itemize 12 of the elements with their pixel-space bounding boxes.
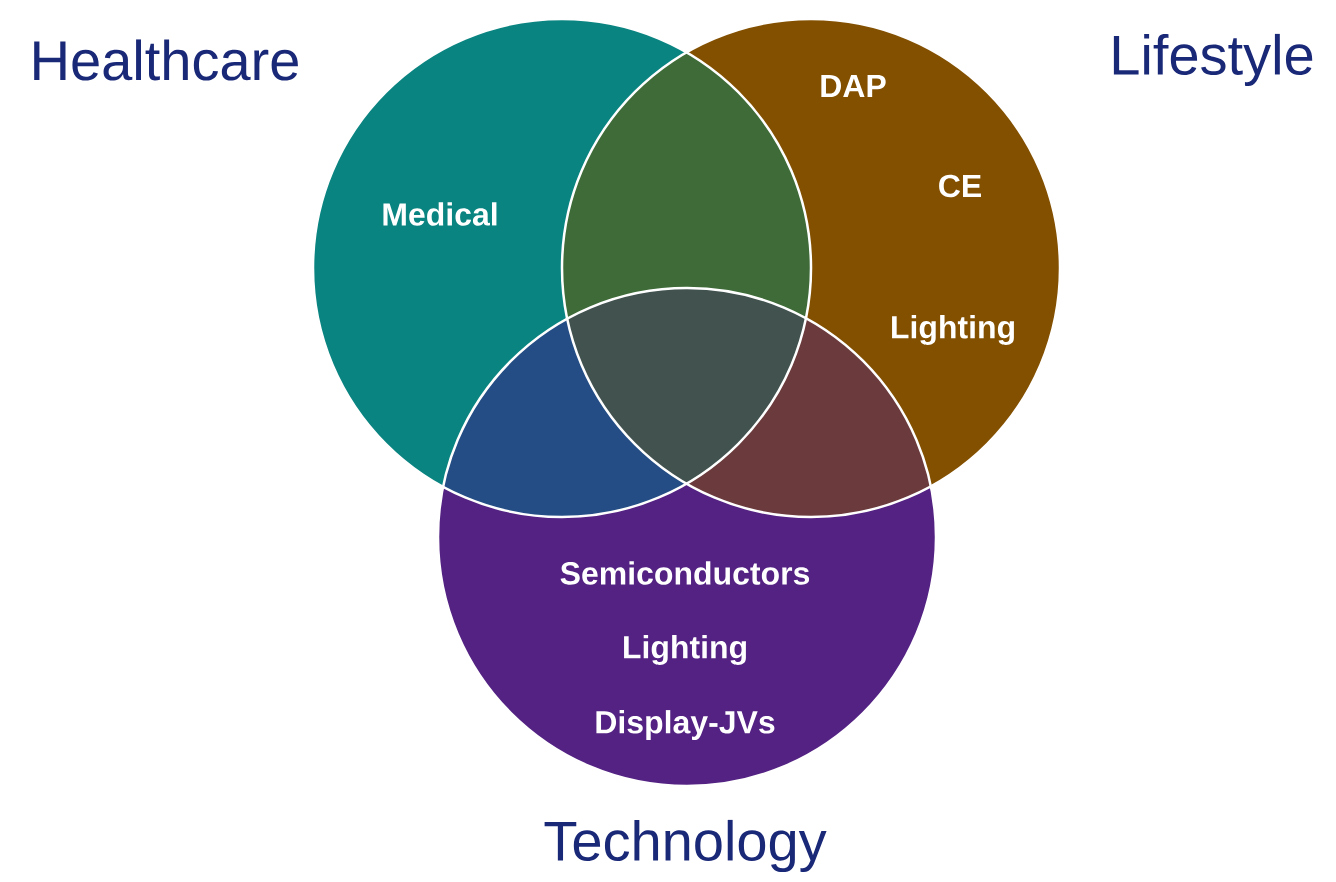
venn-circle	[311, 17, 813, 519]
venn-circle	[560, 17, 1062, 519]
category-heading: Healthcare	[34, 39, 298, 81]
circle-label: Lighting	[892, 315, 1014, 345]
circle-label: Semiconductors	[560, 561, 810, 585]
category-heading: Technology	[544, 819, 827, 873]
circle-label: CE	[939, 174, 981, 198]
circle-label: Lighting	[624, 635, 746, 665]
circle-label: DAP	[821, 75, 886, 97]
category-heading: Lifestyle	[1113, 33, 1313, 87]
circle-label: Display-JVs	[596, 710, 775, 740]
circle-label: Medical	[383, 202, 497, 226]
